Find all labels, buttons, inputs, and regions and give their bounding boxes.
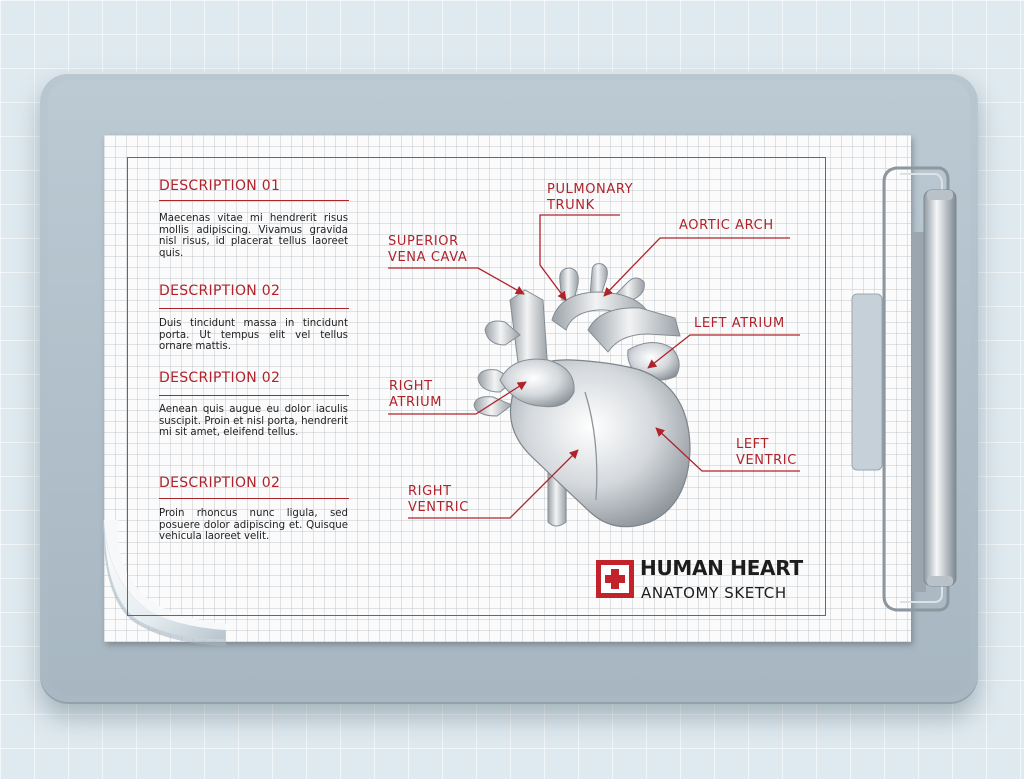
description-1-rule: [159, 200, 349, 201]
description-4-rule: [159, 498, 349, 499]
page-curl: [103, 520, 226, 646]
description-2-rule: [159, 308, 349, 309]
description-2-text: Duis tincidunt massa in tincidunt porta.…: [159, 318, 348, 352]
description-2-title: DESCRIPTION 02: [159, 283, 281, 299]
heart-illustration: [473, 263, 691, 528]
medical-cross-icon: [596, 560, 634, 598]
page-subtitle: ANATOMY SKETCH: [641, 584, 787, 602]
description-1-title: DESCRIPTION 01: [159, 178, 281, 194]
description-3-text: Aenean quis augue eu dolor iaculis susci…: [159, 404, 348, 438]
drawing-frame: [127, 157, 826, 616]
label-left-atrium: LEFT ATRIUM: [694, 316, 785, 331]
description-3-rule: [159, 395, 349, 396]
description-1-text: Maecenas vitae mi hendrerit risus mollis…: [159, 213, 348, 259]
description-4-text: Proin rhoncus nunc ligula, sed posuere d…: [159, 508, 348, 542]
leader-lines: [388, 214, 800, 519]
description-3-title: DESCRIPTION 02: [159, 370, 281, 386]
label-aortic-arch: AORTIC ARCH: [679, 218, 774, 233]
description-4-title: DESCRIPTION 02: [159, 475, 281, 491]
sketch-paper: [104, 135, 911, 642]
page-title: HUMAN HEART: [640, 556, 803, 580]
